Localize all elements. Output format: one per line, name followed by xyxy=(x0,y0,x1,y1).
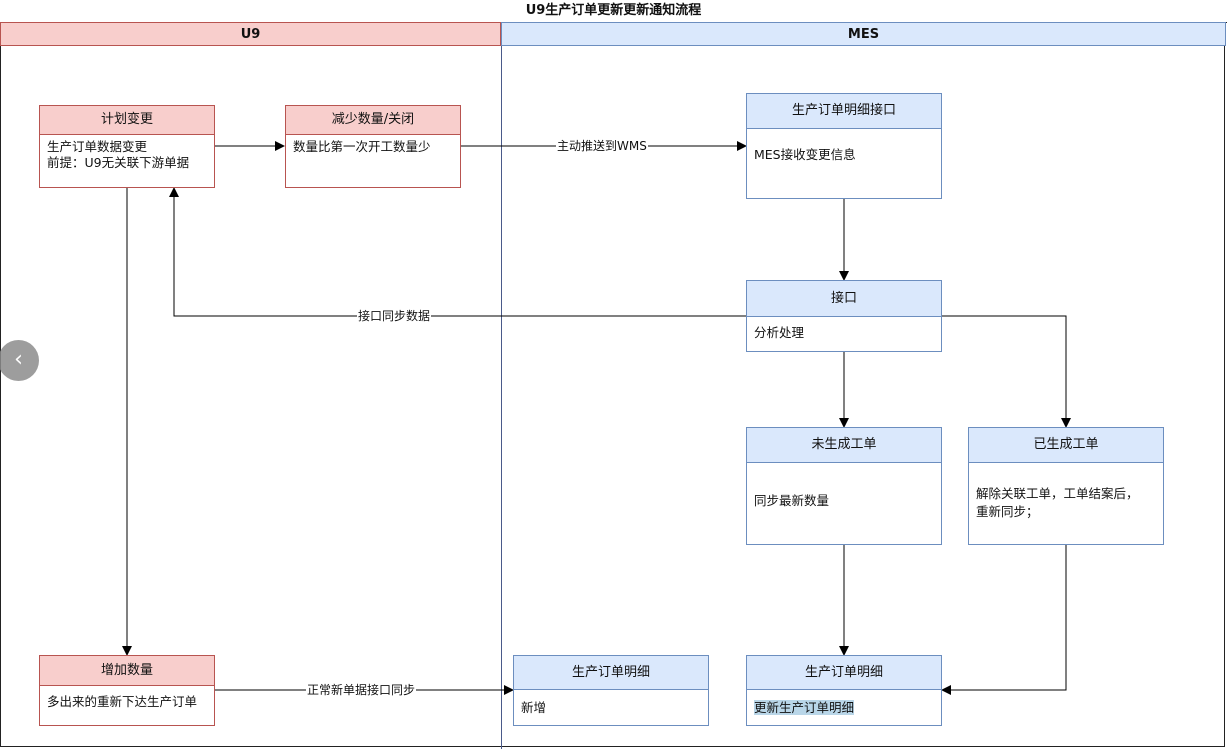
node-header: 接口 xyxy=(747,281,941,317)
node-header: 计划变更 xyxy=(40,106,214,135)
node-body: 同步最新数量 xyxy=(754,493,830,508)
edge-label-push-wms: 主动推送到WMS xyxy=(556,139,648,153)
edge-label-normal-sync: 正常新单据接口同步 xyxy=(306,683,417,697)
edge-label-sync-back: 接口同步数据 xyxy=(357,309,432,323)
node-body: 生产订单数据变更 前提：U9无关联下游单据 xyxy=(47,139,190,170)
edge-api-to-generated xyxy=(941,315,1071,428)
node-detail-new[interactable]: 生产订单明细 新增 xyxy=(513,655,709,726)
node-header: 未生成工单 xyxy=(747,428,941,463)
node-generated[interactable]: 已生成工单 解除关联工单，工单结案后， 重新同步； xyxy=(968,427,1164,545)
node-body: 分析处理 xyxy=(754,325,805,340)
node-api[interactable]: 接口 分析处理 xyxy=(746,280,942,352)
node-plan-change[interactable]: 计划变更 生产订单数据变更 前提：U9无关联下游单据 xyxy=(39,105,215,188)
node-body: 数量比第一次开工数量少 xyxy=(293,139,431,154)
node-header: 已生成工单 xyxy=(969,428,1163,463)
node-header: 增加数量 xyxy=(40,656,214,686)
lane-mes-header: MES xyxy=(501,22,1226,46)
node-body: 多出来的重新下达生产订单 xyxy=(47,694,198,709)
node-header: 生产订单明细 xyxy=(514,656,708,690)
node-header: 减少数量/关闭 xyxy=(286,106,460,135)
lane-divider xyxy=(501,46,502,749)
node-detail-update[interactable]: 生产订单明细 更新生产订单明细 xyxy=(746,655,942,726)
node-body: MES接收变更信息 xyxy=(754,147,856,162)
node-increase-qty[interactable]: 增加数量 多出来的重新下达生产订单 xyxy=(39,655,215,726)
chevron-left-icon[interactable]: ‹ xyxy=(0,340,39,381)
edge-api-to-plan xyxy=(169,187,747,317)
node-header: 生产订单明细 xyxy=(747,656,941,690)
node-not-generated[interactable]: 未生成工单 同步最新数量 xyxy=(746,427,942,545)
node-body: 新增 xyxy=(521,700,547,715)
node-body: 解除关联工单，工单结案后， 重新同步； xyxy=(976,486,1139,519)
edge-generated-to-update xyxy=(941,544,1067,695)
node-header: 生产订单明细接口 xyxy=(747,94,941,129)
highlighted-text: 更新生产订单明细 xyxy=(754,700,855,715)
node-reduce-close[interactable]: 减少数量/关闭 数量比第一次开工数量少 xyxy=(285,105,461,188)
node-body: 更新生产订单明细 xyxy=(747,690,941,720)
node-mes-detail-api[interactable]: 生产订单明细接口 MES接收变更信息 xyxy=(746,93,942,199)
lane-u9-header: U9 xyxy=(0,22,501,46)
